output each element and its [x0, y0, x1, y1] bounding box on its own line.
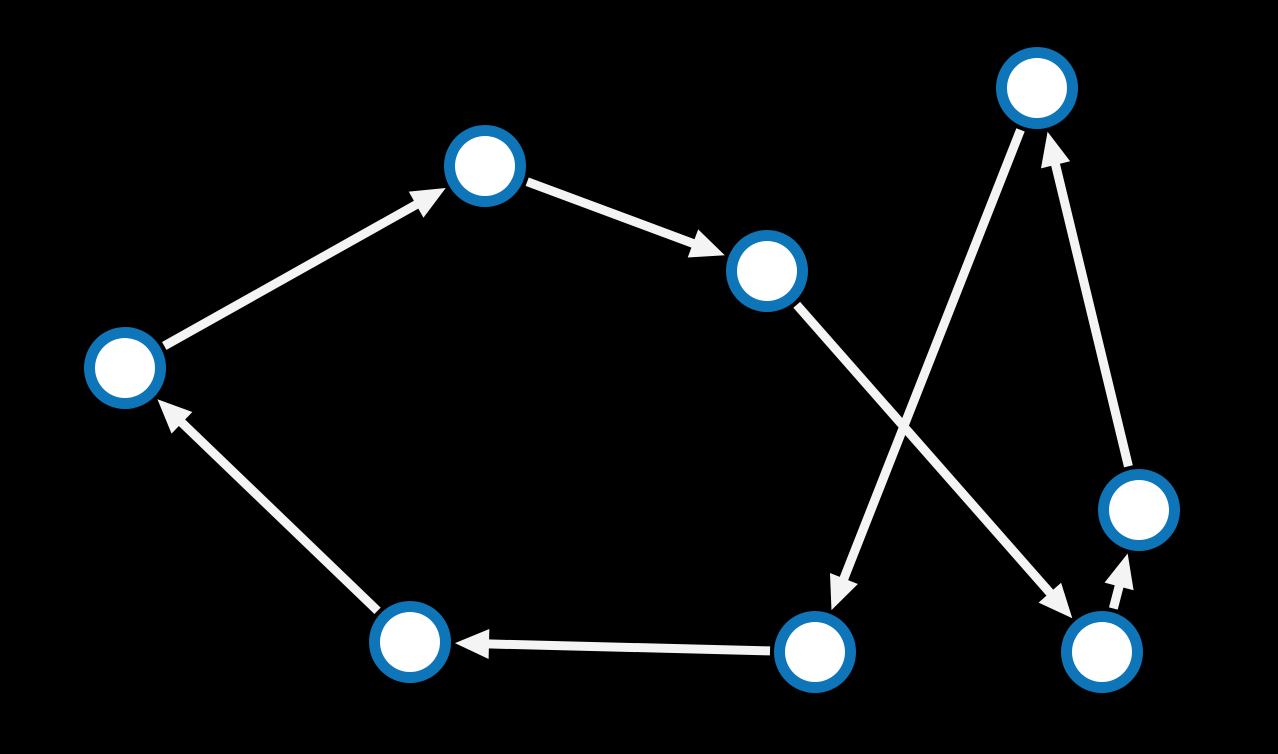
edge-arrowhead-icon — [1038, 582, 1073, 619]
edge-upper-left-to-upper-middle[interactable] — [525, 177, 725, 258]
edge-line — [174, 415, 381, 615]
node-core — [380, 612, 440, 672]
edge-arrowhead-icon — [454, 628, 490, 659]
node-bottom-right[interactable] — [1061, 611, 1143, 693]
node-core — [455, 136, 515, 196]
edge-layer — [157, 128, 1134, 659]
node-layer — [84, 47, 1180, 693]
node-core — [1109, 480, 1169, 540]
edge-line — [1049, 157, 1133, 468]
edge-arrowhead-icon — [1104, 553, 1134, 591]
edge-arrowhead-icon — [687, 229, 725, 258]
node-upper-middle[interactable] — [726, 230, 808, 312]
node-core — [1007, 58, 1067, 118]
node-right-middle[interactable] — [1098, 469, 1180, 551]
edge-arrowhead-icon — [408, 188, 446, 218]
node-upper-left[interactable] — [444, 125, 526, 207]
edge-left-to-upper-left[interactable] — [162, 188, 446, 350]
node-left[interactable] — [84, 327, 166, 409]
node-core — [737, 241, 797, 301]
edge-right-middle-to-top-right[interactable] — [1040, 131, 1133, 468]
edge-bottom-left-to-left[interactable] — [157, 399, 381, 615]
edge-top-right-to-bottom-middle[interactable] — [829, 128, 1025, 611]
edge-arrowhead-icon — [1040, 131, 1071, 169]
edge-line — [793, 301, 1058, 601]
node-bottom-middle[interactable] — [774, 611, 856, 693]
edge-line — [837, 128, 1025, 586]
node-core — [95, 338, 155, 398]
edge-upper-middle-to-bottom-right[interactable] — [793, 301, 1073, 619]
edge-bottom-middle-to-bottom-left[interactable] — [454, 628, 771, 659]
edge-arrowhead-icon — [829, 572, 858, 611]
edge-line — [525, 177, 701, 250]
edge-line — [162, 197, 424, 350]
node-bottom-left[interactable] — [369, 601, 451, 683]
node-top-right[interactable] — [996, 47, 1078, 129]
edge-line — [482, 639, 771, 656]
node-core — [1072, 622, 1132, 682]
edge-arrowhead-icon — [157, 399, 193, 434]
node-core — [785, 622, 845, 682]
edge-bottom-right-to-right-middle[interactable] — [1104, 553, 1134, 610]
